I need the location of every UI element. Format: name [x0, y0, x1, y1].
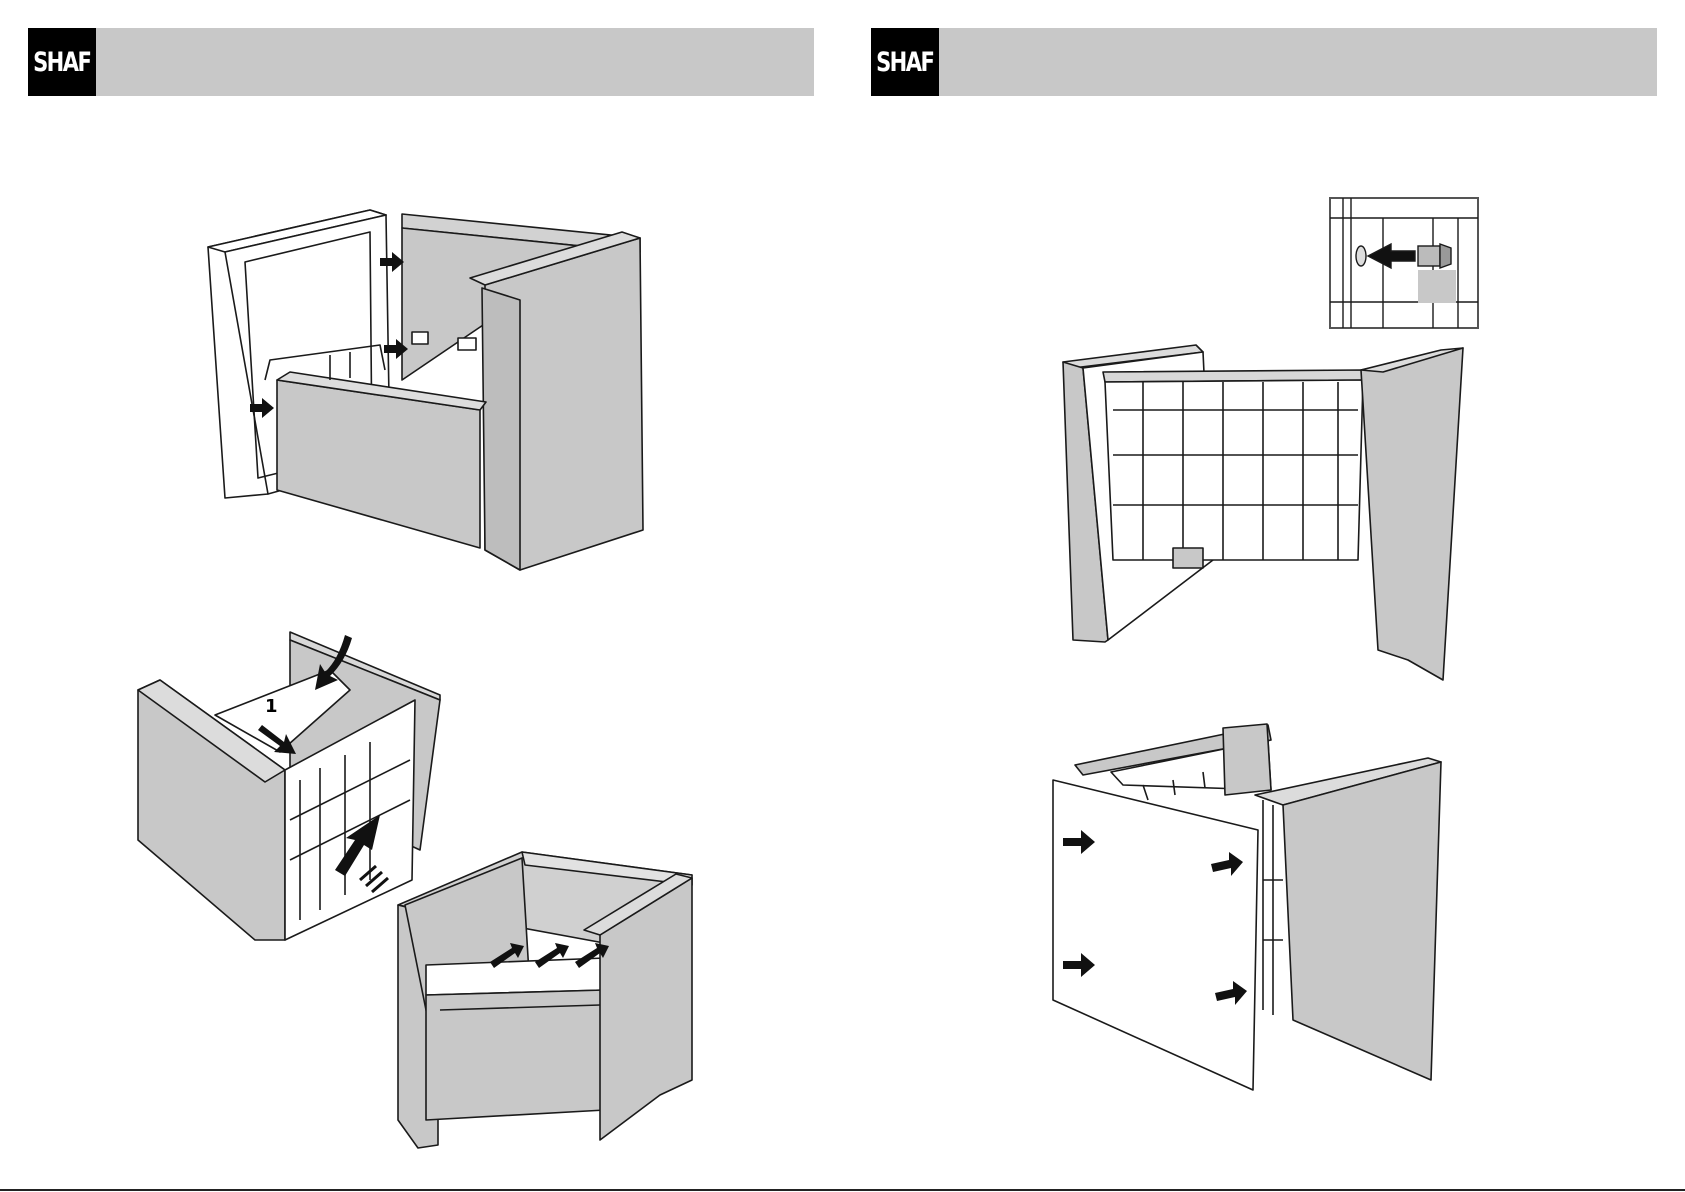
- assembly-figure-2: [138, 632, 440, 940]
- left-illustrations: 1: [0, 0, 842, 1192]
- assembly-figure-4: [1063, 345, 1463, 680]
- left-page: SHAF: [0, 0, 842, 1192]
- bottom-rule: [0, 1189, 1685, 1191]
- detail-inset: [1330, 198, 1478, 328]
- step-number: 1: [265, 696, 278, 717]
- assembly-figure-5: [1053, 724, 1441, 1090]
- assembly-figure-1: [208, 210, 643, 570]
- assembly-figure-3: [398, 852, 692, 1148]
- right-illustrations: [843, 0, 1685, 1192]
- right-page: SHAF: [843, 0, 1685, 1192]
